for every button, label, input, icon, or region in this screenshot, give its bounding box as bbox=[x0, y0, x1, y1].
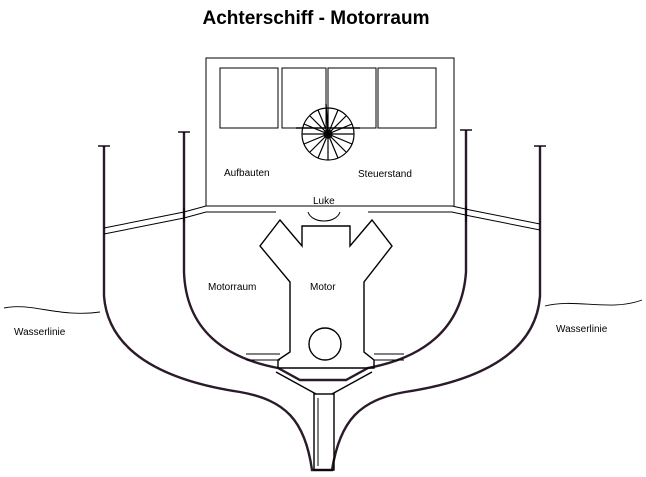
label-helm: Steuerstand bbox=[358, 169, 412, 180]
label-engine-room: Motorraum bbox=[208, 282, 256, 293]
window-3 bbox=[327, 67, 377, 129]
waterline-left-curve bbox=[3, 306, 101, 314]
label-engine: Motor bbox=[310, 282, 336, 293]
window-1 bbox=[219, 67, 279, 129]
deck-right bbox=[368, 205, 541, 231]
shaft-strut-right bbox=[331, 371, 373, 395]
shaft-strut-left bbox=[275, 371, 317, 395]
superstructure-outline bbox=[205, 57, 455, 206]
engine-mount-left bbox=[246, 353, 280, 361]
steering-wheel-icon bbox=[296, 103, 360, 161]
label-waterline-right: Wasserlinie bbox=[556, 324, 608, 335]
inner-hull bbox=[182, 130, 468, 382]
engine-flywheel bbox=[308, 327, 342, 361]
waterline-right-curve bbox=[544, 299, 643, 307]
diagram-title: Achterschiff - Motorraum bbox=[203, 8, 430, 29]
window-2 bbox=[281, 67, 327, 129]
label-waterline-left: Wasserlinie bbox=[14, 327, 66, 338]
engine-mount-right bbox=[374, 353, 404, 361]
deck-left bbox=[103, 205, 276, 235]
window-4 bbox=[377, 67, 437, 129]
engine-block bbox=[259, 218, 393, 369]
keel-shaft-box bbox=[313, 393, 335, 471]
hatch-cover bbox=[307, 211, 341, 222]
label-hatch: Luke bbox=[313, 196, 335, 207]
label-superstructure: Aufbauten bbox=[224, 168, 270, 179]
outer-hull bbox=[102, 146, 542, 472]
